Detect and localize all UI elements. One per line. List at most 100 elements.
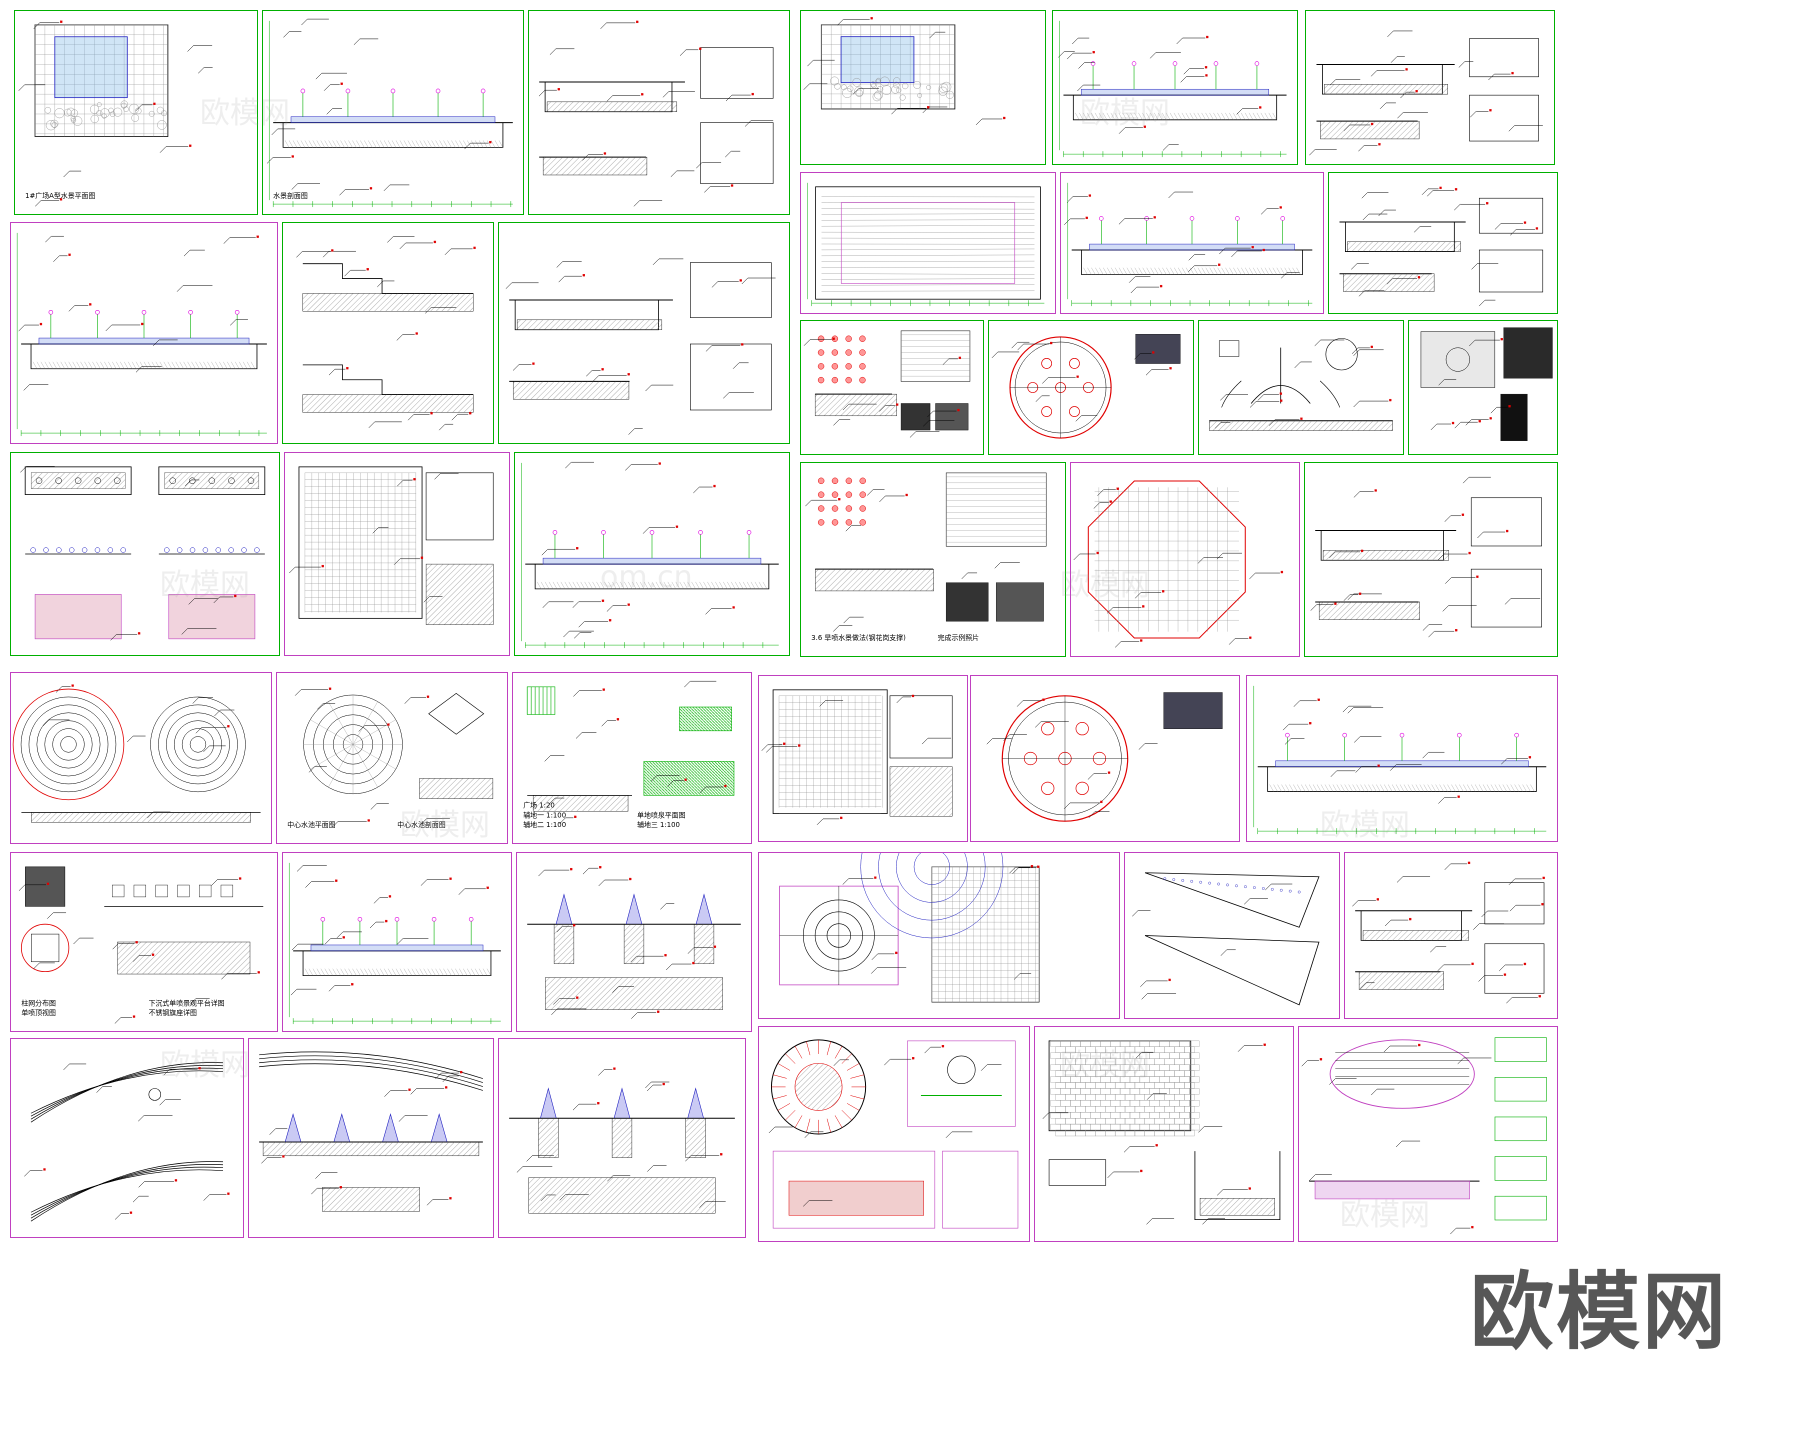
sheet-drawing	[1301, 1037, 1547, 1235]
drawing-sheet	[10, 1038, 244, 1238]
sheet-drawing	[1064, 182, 1313, 307]
drawing-sheet	[528, 10, 790, 215]
sheet-drawing	[505, 258, 776, 435]
drawing-sheet	[10, 222, 278, 444]
sheet-linework	[266, 18, 513, 208]
sheet-drawing	[761, 689, 953, 825]
sheet-drawing	[1073, 480, 1284, 648]
sheet-caption: 3.6 旱喷水景做法(钢花岗支撑)	[811, 633, 906, 642]
sheet-drawing	[768, 1039, 1019, 1229]
drawing-sheet	[516, 852, 752, 1032]
sheet-drawing: 辅地二 1:100 辅地三 1:100 辅地一 1:100 单地喷泉平面图 广场 1:2…	[523, 680, 735, 829]
drawing-sheet	[282, 222, 494, 444]
drawing-sheet	[1304, 462, 1558, 657]
sheet-drawing	[1420, 327, 1553, 441]
drawing-sheet	[1034, 1026, 1294, 1242]
sheet-drawing	[1253, 685, 1547, 835]
sheet-linework	[20, 466, 266, 641]
sheet-linework	[1073, 480, 1284, 648]
sheet-drawing	[986, 692, 1223, 822]
drawing-sheet	[758, 852, 1120, 1019]
drawing-sheet	[1060, 172, 1324, 314]
sheet-drawing	[20, 466, 266, 641]
drawing-sheet	[1124, 852, 1340, 1019]
sheet-linework	[1301, 1037, 1547, 1235]
drawing-sheet	[1052, 10, 1298, 165]
sheet-caption: 1#广场A型水景平面图	[25, 191, 95, 200]
drawing-sheet: 水景剖面图	[262, 10, 524, 215]
sheet-linework	[1310, 476, 1542, 638]
drawing-sheet	[1328, 172, 1558, 314]
drawing-sheet: 单喷顶视图不锈钢旗座详图柱网分布图下沉式单喷景观平台详图	[10, 852, 278, 1032]
sheet-linework	[1042, 1040, 1281, 1225]
sheet-drawing: 1#广场A型水景平面图	[18, 20, 213, 207]
sheet-drawing	[12, 684, 261, 823]
sheet-linework	[18, 20, 213, 207]
drawing-sheet	[1246, 675, 1558, 842]
drawing-sheet: 3.6 旱喷水景做法(钢花岗支撑) 完成示例照片	[800, 462, 1066, 657]
sheet-linework	[259, 1051, 483, 1212]
sheet-drawing	[521, 461, 779, 649]
sheet-linework	[12, 684, 261, 823]
sheet-linework	[296, 236, 476, 431]
sheet-linework	[1253, 685, 1547, 835]
sheet-drawing	[779, 853, 1040, 1003]
sheet-caption: 中心水池剖面图	[397, 820, 445, 829]
sheet-linework	[1309, 30, 1543, 156]
sheet-linework	[1132, 872, 1320, 1006]
sheet-linework	[1352, 861, 1545, 1004]
sheet-drawing	[1132, 872, 1320, 1006]
sheet-linework	[779, 853, 1040, 1003]
sheet-drawing	[509, 1067, 735, 1214]
sheet-linework	[16, 232, 267, 437]
sheet-linework	[1420, 327, 1553, 441]
drawing-sheet	[10, 672, 272, 844]
drawing-sheet	[1344, 852, 1558, 1019]
drawing-sheet	[1070, 462, 1300, 657]
drawing-sheet	[10, 452, 280, 656]
drawing-sheet	[758, 1026, 1030, 1242]
drawing-sheet	[1198, 320, 1404, 455]
drawing-sheet: 中心水池平面图中心水池剖面图	[276, 672, 508, 844]
sheet-drawing	[803, 17, 1006, 126]
sheet-linework	[521, 461, 779, 649]
drawing-sheet	[248, 1038, 494, 1238]
drawing-sheet	[282, 852, 512, 1032]
drawing-sheet	[800, 172, 1056, 314]
sheet-caption: 单地喷泉平面图	[637, 810, 685, 819]
sheet-caption: 柱网分布图	[21, 998, 56, 1007]
sheet-caption: 完成示例照片	[938, 633, 980, 642]
sheet-drawing	[1058, 20, 1287, 158]
sheet-drawing: 水景剖面图	[266, 18, 513, 208]
sheet-caption: 辅地二 1:100	[523, 820, 566, 829]
sheet-caption: 下沉式单喷景观平台详图	[149, 998, 225, 1007]
sheet-drawing	[803, 330, 971, 438]
sheet-caption: 辅地一 1:100	[523, 810, 566, 819]
sheet-drawing	[1352, 861, 1545, 1004]
sheet-caption: 辅地三 1:100	[637, 820, 680, 829]
drawing-sheet: 辅地二 1:100 辅地三 1:100 辅地一 1:100 单地喷泉平面图 广场 1:2…	[512, 672, 752, 844]
sheet-linework	[1064, 182, 1313, 307]
sheet-drawing	[16, 232, 267, 437]
sheet-linework	[1339, 186, 1544, 307]
sheet-linework	[24, 1062, 230, 1222]
sheet-linework	[761, 689, 953, 825]
drawing-sheet	[498, 222, 790, 444]
sheet-drawing: 单喷顶视图不锈钢旗座详图柱网分布图下沉式单喷景观平台详图	[18, 866, 264, 1024]
sheet-drawing	[1339, 186, 1544, 307]
sheet-drawing: 中心水池平面图中心水池剖面图	[287, 687, 494, 829]
watermark-brand: 欧模网	[1470, 1263, 1729, 1361]
drawing-sheet	[988, 320, 1194, 455]
sheet-drawing	[1310, 476, 1542, 638]
sheet-linework	[1058, 20, 1287, 158]
sheet-drawing	[296, 236, 476, 431]
drawing-sheet	[284, 452, 510, 656]
sheet-linework	[768, 1039, 1019, 1229]
sheet-caption: 广场 1:20	[523, 800, 555, 809]
sheet-linework	[526, 680, 735, 824]
drawing-sheet	[1408, 320, 1558, 455]
sheet-linework	[527, 866, 741, 1019]
sheet-linework	[288, 862, 501, 1025]
sheet-linework	[509, 1067, 735, 1214]
